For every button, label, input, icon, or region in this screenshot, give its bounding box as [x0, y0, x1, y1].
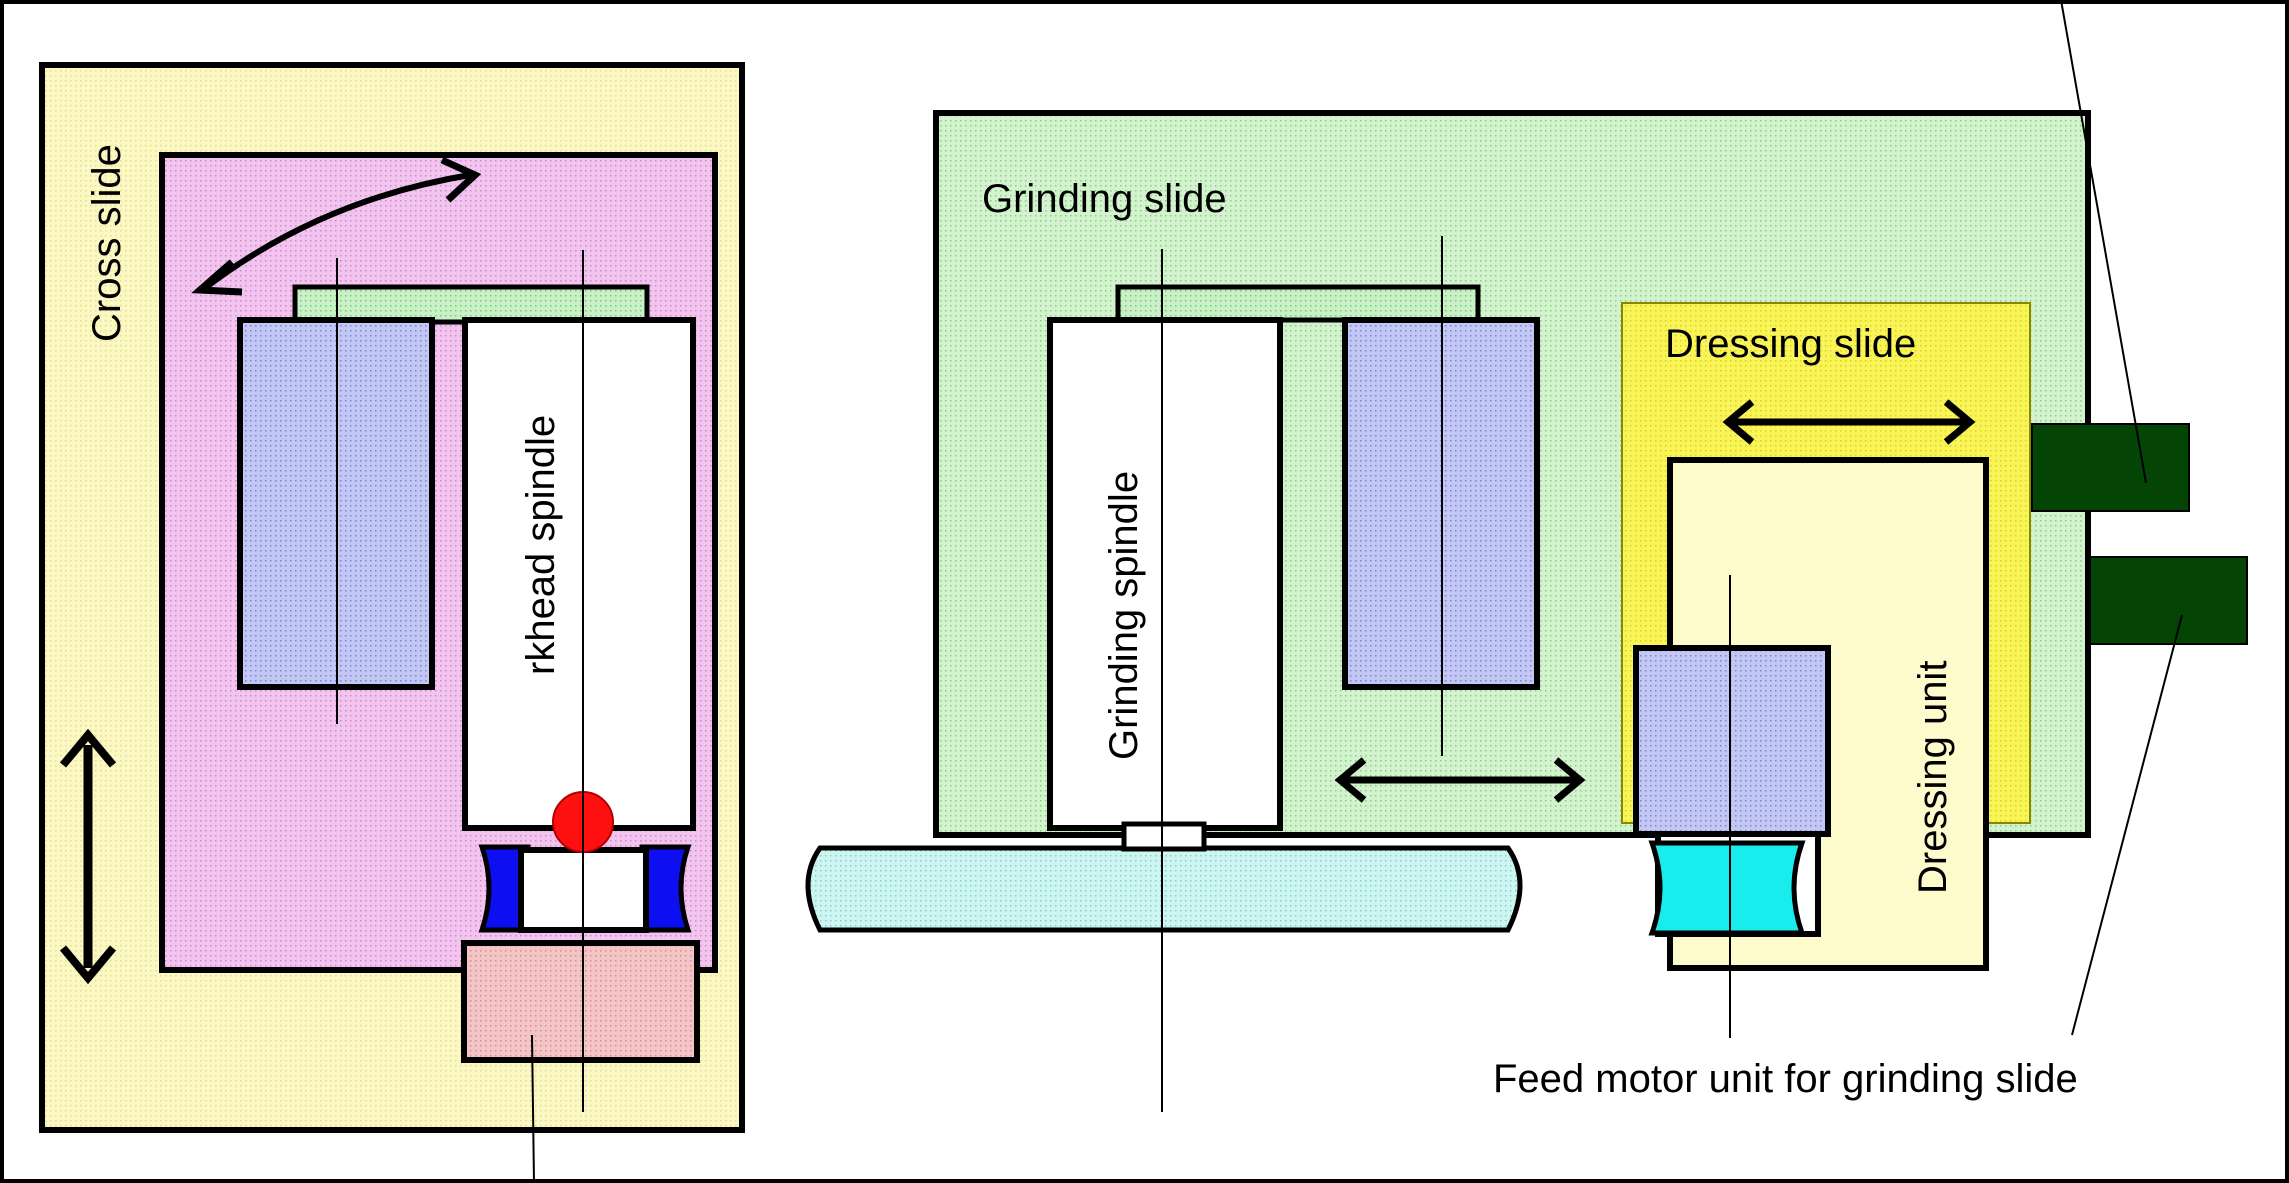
leader-line-top-right	[2060, 0, 2147, 484]
feed-motor-unit-label: Feed motor unit for grinding slide	[1493, 1057, 2078, 1101]
dresser-bearing	[1633, 645, 1831, 837]
cross-slide-arrow-icon	[59, 728, 117, 985]
feed-motor-lower	[2089, 556, 2248, 645]
dressing-unit-label: Dressing unit	[1911, 661, 1955, 894]
grinding-spindle-housing	[1047, 317, 1283, 831]
chuck	[478, 844, 692, 933]
swivel-arrow-icon	[191, 156, 482, 296]
grinding-slide-assembly: Grinding slide Dressing slide Dressing u…	[805, 0, 2248, 1112]
cross-slide-assembly: Cross slide rkhead spindle	[39, 62, 745, 1183]
grinding-feed-arrow-icon	[1334, 757, 1586, 803]
dressing-slide-label: Dressing slide	[1665, 322, 1916, 366]
feed-motor-upper	[2031, 423, 2190, 512]
workhead-spindle-housing	[462, 317, 696, 831]
workhead-cap	[292, 284, 650, 325]
workhead-spindle-label: rkhead spindle	[519, 415, 563, 675]
dressing-slide-arrow-icon	[1722, 399, 1976, 445]
wheelhead-cap	[1115, 284, 1481, 323]
leader-line-feed-motor	[2071, 614, 2183, 1036]
wheel-flange	[1121, 821, 1207, 852]
leader-line-bottom-left	[531, 1034, 535, 1183]
grinding-wheel	[805, 845, 1523, 933]
dresser-wheel	[1648, 840, 1806, 936]
grinding-slide-label: Grinding slide	[982, 177, 1227, 221]
workhead-motor-base	[461, 940, 700, 1063]
grinding-spindle-label: Grinding spindle	[1102, 471, 1146, 760]
cross-slide-label: Cross slide	[85, 144, 129, 342]
